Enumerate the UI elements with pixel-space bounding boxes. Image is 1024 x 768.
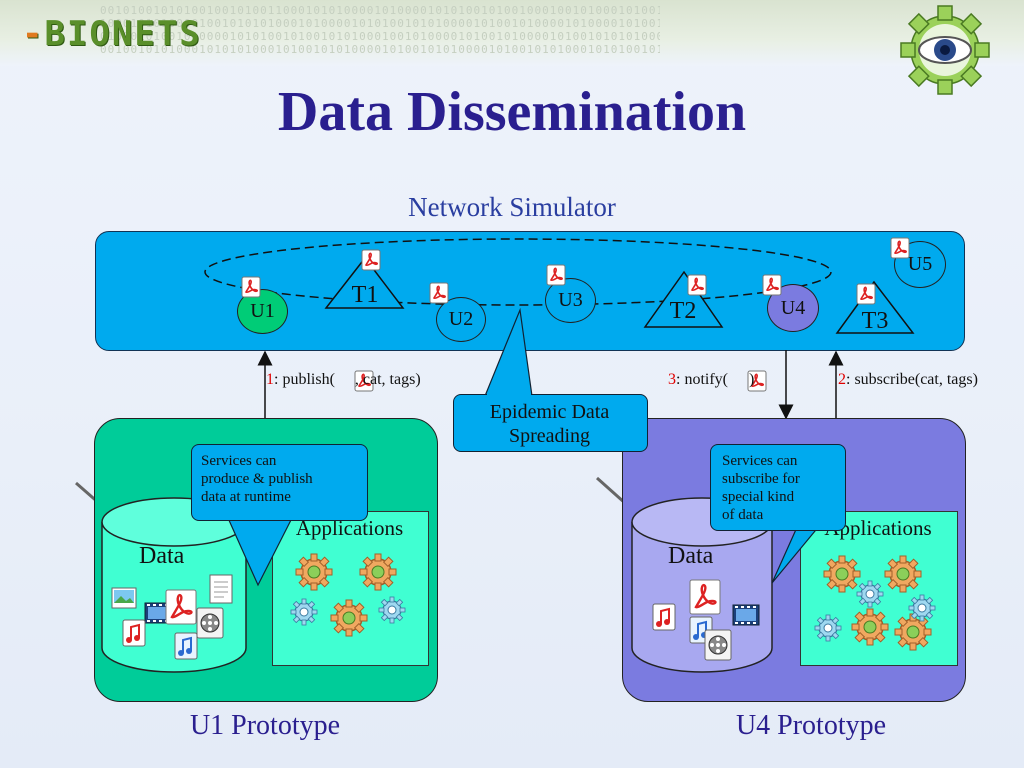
u1-prototype-caption: U1 Prototype [189, 710, 341, 741]
node-t1: T1 [351, 282, 379, 308]
network-simulator-box [95, 231, 965, 351]
notify-label: 3: notify() [668, 371, 755, 388]
bionets-logo: -BIONETS [22, 14, 202, 54]
node-t2: T2 [669, 298, 697, 324]
header-banner [0, 0, 1024, 66]
epidemic-spreading-text: Epidemic Data Spreading [489, 401, 610, 447]
publish-label: 1: publish(, cat, tags) [266, 371, 421, 388]
u1-services-callout [191, 444, 368, 521]
node-t3: T3 [861, 308, 889, 334]
node-u2: U2 [436, 297, 486, 342]
epidemic-spreading-callout [453, 394, 648, 452]
gear-eye-logo-icon [900, 5, 990, 95]
node-u5: U5 [894, 241, 946, 288]
node-u3: U3 [545, 278, 596, 323]
u4-data-label: Data [668, 543, 714, 569]
u1-services-text: Services can produce & publish data at r… [201, 453, 313, 505]
u4-prototype-caption: U4 Prototype [735, 710, 887, 741]
binary-background: 0010100101010010010100110001010100001010… [100, 4, 660, 56]
u1-data-label: Data [139, 543, 185, 569]
u4-services-callout [710, 444, 846, 531]
network-simulator-label: Network Simulator [408, 192, 616, 222]
u4-services-text: Services can subscribe for special kind … [722, 453, 800, 523]
page-title: Data Dissemination [277, 81, 747, 143]
node-u4: U4 [767, 284, 819, 332]
node-u1: U1 [237, 289, 288, 334]
subscribe-label: 2: subscribe(cat, tags) [838, 371, 978, 388]
